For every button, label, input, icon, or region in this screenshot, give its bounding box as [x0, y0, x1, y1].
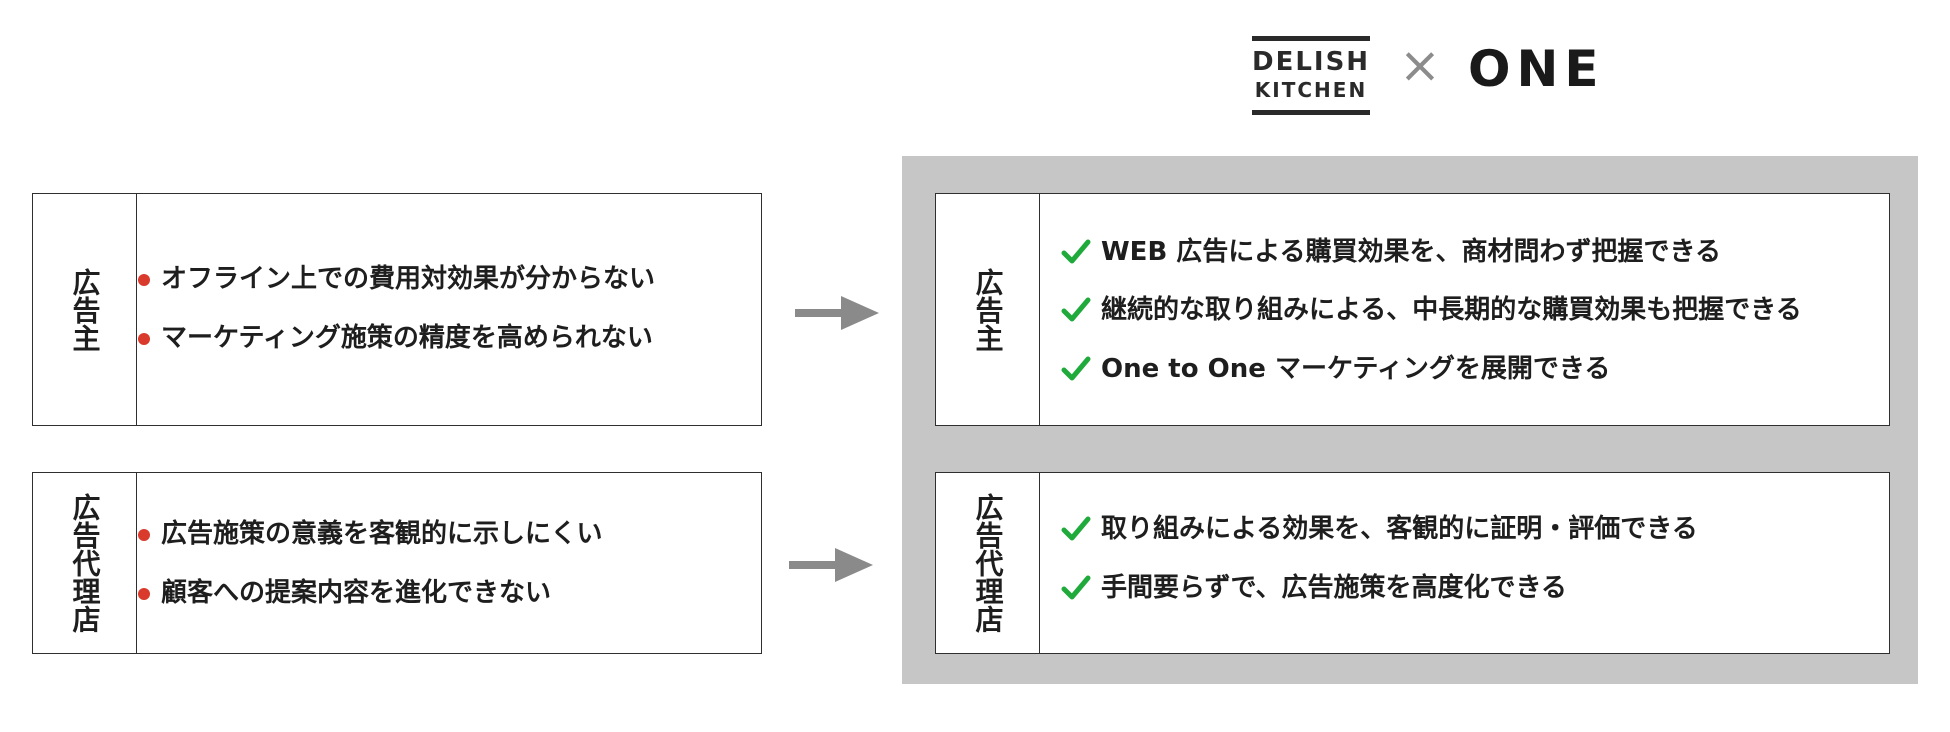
red-bullet-icon: [138, 529, 150, 541]
issue-item: マーケティング施策の精度を高められない: [138, 318, 653, 358]
logo-line-1: DELISH: [1252, 47, 1371, 77]
advertiser-label: 広告主: [68, 267, 102, 352]
issue-item: オフライン上での費用対効果が分からない: [138, 259, 655, 299]
label-column: 広告主: [936, 194, 1040, 425]
label-column: 広告主: [33, 194, 137, 425]
benefit-item: WEB 広告による購買効果を、商材問わず把握できる: [1061, 232, 1721, 272]
check-icon: [1061, 516, 1091, 541]
agency-label: 広告代理店: [68, 493, 102, 633]
logo-line-2: KITCHEN: [1254, 78, 1368, 102]
agency-label: 広告代理店: [971, 493, 1005, 633]
benefit-item: 取り組みによる効果を、客観的に証明・評価できる: [1061, 509, 1698, 549]
issue-item: 顧客への提案内容を進化できない: [138, 573, 551, 613]
label-column: 広告代理店: [33, 473, 137, 653]
before-agency-box: 広告代理店 広告施策の意義を客観的に示しにくい 顧客への提案内容を進化できない: [32, 472, 762, 654]
before-advertiser-box: 広告主 オフライン上での費用対効果が分からない マーケティング施策の精度を高めら…: [32, 193, 762, 426]
delish-kitchen-logo: DELISH KITCHEN: [1252, 36, 1370, 115]
label-column: 広告代理店: [936, 473, 1040, 653]
check-icon: [1061, 575, 1091, 600]
red-bullet-icon: [138, 274, 150, 286]
benefit-item: 継続的な取り組みによる、中長期的な購買効果も把握できる: [1061, 290, 1802, 330]
check-icon: [1061, 356, 1091, 381]
right-arrow-icon: [789, 548, 873, 582]
collaboration-times-icon: ×: [1399, 36, 1441, 94]
after-agency-box: 広告代理店 取り組みによる効果を、客観的に証明・評価できる 手間要らずで、広告施…: [935, 472, 1890, 654]
right-arrow-icon: [795, 296, 879, 330]
benefit-item: 手間要らずで、広告施策を高度化できる: [1061, 568, 1567, 608]
benefit-item: One to One マーケティングを展開できる: [1061, 349, 1610, 389]
red-bullet-icon: [138, 333, 150, 345]
red-bullet-icon: [138, 588, 150, 600]
issue-item: 広告施策の意義を客観的に示しにくい: [138, 514, 602, 554]
advertiser-label: 広告主: [971, 267, 1005, 352]
after-advertiser-box: 広告主 WEB 広告による購買効果を、商材問わず把握できる 継続的な取り組みによ…: [935, 193, 1890, 426]
check-icon: [1061, 297, 1091, 322]
check-icon: [1061, 239, 1091, 264]
one-logo: ONE: [1468, 40, 1605, 98]
